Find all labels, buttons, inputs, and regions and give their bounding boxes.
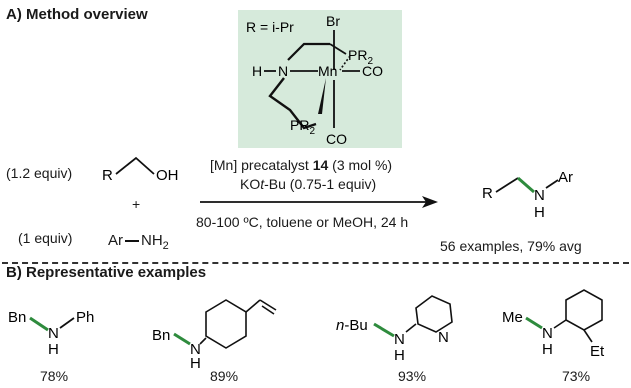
n-label: N <box>278 63 288 79</box>
example-4-yield: 73% <box>562 368 591 384</box>
example-2-yield: 89% <box>210 368 239 384</box>
co-right-label: CO <box>362 63 383 79</box>
alcohol-oh: OH <box>156 167 179 184</box>
example-4-benzene-ring <box>565 289 603 331</box>
condition-line-1: [Mn] precatalyst 14 (3 mol %) <box>210 157 393 173</box>
product-ar: Ar <box>558 169 573 186</box>
example-2-green-bond <box>173 332 191 346</box>
product-r: R <box>482 185 493 202</box>
condition-line-3: 80-100 ºC, toluene or MeOH, 24 h <box>196 214 409 230</box>
product-r-ch2-bond <box>495 177 519 193</box>
example-1-n: N <box>48 325 59 342</box>
example-3-n-ring-bond <box>405 323 417 333</box>
co-bottom-label: CO <box>326 131 347 147</box>
example-3-n: N <box>394 331 405 348</box>
plus-sign: + <box>132 196 141 212</box>
example-1-structure: Bn N H Ph <box>8 309 94 356</box>
alcohol-structure: R OH <box>102 156 179 184</box>
example-2-structure: Bn N H <box>152 299 277 368</box>
example-1-ph: Ph <box>76 309 94 326</box>
example-1-bn: Bn <box>8 309 26 326</box>
mn-label: Mn <box>318 63 337 79</box>
catalyst-highlight-box <box>238 10 402 148</box>
example-4-ethyl-bond <box>583 329 593 343</box>
section-a-title: A) Method overview <box>6 6 148 23</box>
example-2-n: N <box>190 341 201 358</box>
pr2-top-label: PR2 <box>348 47 373 67</box>
mn-p-bottom-wedge <box>318 78 326 114</box>
arrow-head <box>422 196 438 208</box>
example-3-yield: 93% <box>398 368 427 384</box>
example-3-pyridine-ring <box>415 295 453 333</box>
example-1-h: H <box>48 341 59 356</box>
example-1-n-ph-bond <box>59 317 75 329</box>
br-label: Br <box>326 13 340 29</box>
example-2-benzene-ring <box>205 299 247 349</box>
catalyst-structure: R = i-Pr Br PR2 H N Mn CO PR2 CO <box>246 13 383 147</box>
example-4-et: Et <box>590 343 605 360</box>
example-2-h: H <box>190 355 201 368</box>
h-label: H <box>252 63 262 79</box>
example-4-n: N <box>542 325 553 342</box>
example-3-nbu: n-Bu <box>336 317 368 334</box>
example-2-vinyl-bond <box>245 299 261 313</box>
r-definition: R = i-Pr <box>246 19 294 35</box>
mn-p-top-bond <box>339 55 351 71</box>
example-2-vinyl-double-1 <box>259 299 277 311</box>
example-4-n-ring-bond <box>553 319 567 329</box>
example-3-structure: n-Bu N H N <box>336 295 453 362</box>
example-3-green-bond <box>373 322 395 338</box>
alcohol-equiv: (1.2 equiv) <box>6 165 73 181</box>
example-4-me: Me <box>502 309 523 326</box>
product-n: N <box>534 187 545 204</box>
backbone-top <box>287 42 330 61</box>
product-n-ar-bond <box>545 179 559 189</box>
example-3-ring-n: N <box>438 329 449 346</box>
example-2-n-ring-bond <box>199 337 207 345</box>
section-b-title: B) Representative examples <box>6 264 207 281</box>
alcohol-chain <box>115 156 155 175</box>
product-structure: R N H Ar <box>482 169 573 221</box>
example-2-vinyl-double-2 <box>261 305 275 315</box>
backbone-bottom <box>268 77 317 130</box>
alcohol-r: R <box>102 167 113 184</box>
example-4-h: H <box>542 341 553 358</box>
example-1-green-bond <box>29 316 49 332</box>
example-3-h: H <box>394 347 405 362</box>
amine-equiv: (1 equiv) <box>18 230 73 246</box>
example-2-bn: Bn <box>152 327 170 344</box>
amine-bond <box>125 240 139 243</box>
section-divider <box>2 262 629 264</box>
product-cn-bond <box>517 176 535 194</box>
example-1-yield: 78% <box>40 368 69 384</box>
summary-text: 56 examples, 79% avg <box>440 238 582 254</box>
product-h: H <box>534 204 545 221</box>
pr2-bottom-label: PR2 <box>290 117 315 137</box>
example-4-structure: Me N H Et <box>502 289 605 360</box>
condition-line-2: KOt-Bu (0.75-1 equiv) <box>240 176 377 192</box>
p-ch2-bond <box>329 43 347 55</box>
example-4-green-bond <box>525 316 543 330</box>
reaction-arrow <box>200 196 438 208</box>
